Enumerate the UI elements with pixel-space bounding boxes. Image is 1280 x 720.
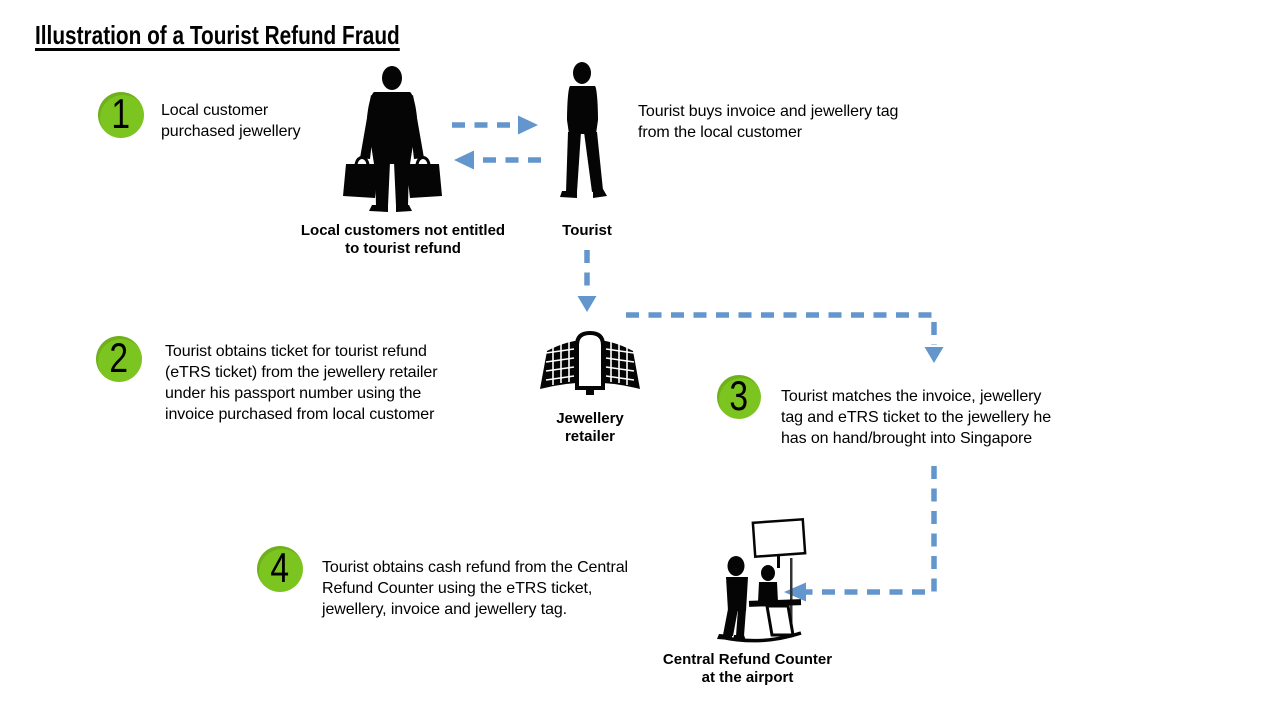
jewellery-retailer-icon <box>540 330 640 395</box>
step-4-text: Tourist obtains cash refund from the Cen… <box>322 559 628 618</box>
step-4-number: 4 <box>270 544 290 591</box>
step-2-number: 2 <box>109 334 129 381</box>
step-2-text: Tourist obtains ticket for tourist refun… <box>165 343 438 423</box>
exchange-arrow-right-icon <box>452 115 538 135</box>
step-3-badge: 3 <box>717 375 761 419</box>
step-4-badge: 4 <box>257 546 303 592</box>
step-1-text: Local customer purchased jewellery <box>161 102 301 140</box>
tourist-buys-annotation: Tourist buys invoice and jewellery tag f… <box>638 103 899 141</box>
central-refund-counter-icon <box>717 517 807 643</box>
central-refund-counter-caption: Central Refund Counter at the airport <box>662 651 833 686</box>
jewellery-retailer-caption: Jewellery retailer <box>556 410 624 445</box>
tourist-icon <box>560 62 607 198</box>
tourist-caption: Tourist <box>562 222 612 239</box>
step-2-badge: 2 <box>96 336 142 382</box>
page-title: Illustration of a Tourist Refund Fraud <box>35 20 400 50</box>
arrow-down-icon <box>577 250 597 312</box>
exchange-arrow-left-icon <box>454 150 541 170</box>
local-customer-caption: Local customers not entitled to tourist … <box>300 222 506 257</box>
flow-arrow-retailer-to-step3-icon <box>626 312 944 363</box>
step-3-number: 3 <box>729 372 749 419</box>
local-customer-icon <box>343 66 442 212</box>
step-1-badge: 1 <box>98 92 144 138</box>
step-1-number: 1 <box>111 90 131 137</box>
step-3-text: Tourist matches the invoice, jewellery t… <box>781 388 1052 447</box>
flow-arrow-step3-to-counter-icon <box>784 466 937 602</box>
